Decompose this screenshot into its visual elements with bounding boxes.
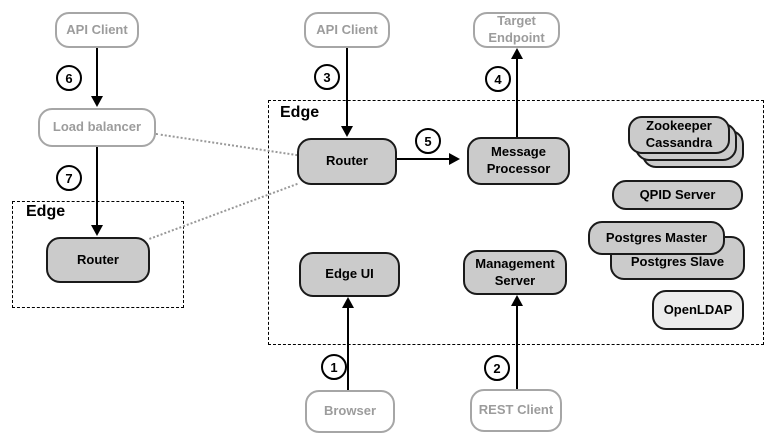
step-number: 6 (65, 70, 73, 86)
step-number: 4 (494, 71, 502, 87)
step-badge-4: 4 (485, 66, 511, 92)
node-label: Load balancer (52, 119, 142, 135)
arrow-5-head-icon (449, 153, 460, 165)
node-label: QPID Server (639, 186, 716, 202)
node-management-server: Management Server (463, 250, 567, 295)
step-number: 2 (493, 360, 501, 376)
step-badge-5: 5 (415, 128, 441, 154)
arrow-7-head-icon (91, 225, 103, 236)
node-router-mid: Router (297, 138, 397, 185)
node-label: Management Server (475, 255, 555, 288)
node-label: OpenLDAP (663, 301, 733, 317)
node-label: Browser (323, 403, 377, 419)
node-label: Router (77, 251, 119, 267)
node-postgres-master: Postgres Master (588, 221, 725, 255)
arrow-6-head-icon (91, 96, 103, 107)
node-browser: Browser (305, 390, 395, 433)
edge-left-group-label: Edge (26, 203, 66, 220)
node-label: Edge UI (325, 266, 374, 282)
node-message-processor: Message Processor (467, 137, 570, 185)
node-router-left: Router (46, 237, 150, 283)
arrow-6-line (96, 48, 98, 96)
node-label-line1: Zookeeper (646, 118, 712, 134)
arrow-3-line (346, 48, 348, 126)
node-api-client-left: API Client (55, 12, 139, 48)
node-label: Target Endpoint (488, 13, 545, 45)
edge-left-group (12, 201, 184, 308)
arrow-4-line (516, 59, 518, 137)
step-badge-2: 2 (484, 355, 510, 381)
node-qpid-server: QPID Server (612, 180, 743, 210)
node-edge-ui: Edge UI (299, 252, 400, 297)
step-badge-3: 3 (314, 64, 340, 90)
node-label: Postgres Slave (630, 254, 725, 270)
node-label: Postgres Master (605, 229, 708, 245)
arrow-1-line (347, 308, 349, 390)
node-rest-client: REST Client (470, 389, 562, 432)
arrow-3-head-icon (341, 126, 353, 137)
node-load-balancer: Load balancer (38, 108, 156, 147)
node-label: API Client (66, 21, 128, 37)
step-badge-7: 7 (56, 165, 82, 191)
node-label: Router (326, 153, 368, 169)
node-zookeeper-cassandra: Zookeeper Cassandra (628, 116, 730, 154)
step-number: 5 (424, 133, 432, 149)
node-target-endpoint: Target Endpoint (473, 12, 560, 48)
edge-main-group-label: Edge (280, 104, 320, 121)
step-number: 7 (65, 170, 73, 186)
arrow-7-line (96, 147, 98, 225)
node-label: API Client (316, 21, 378, 37)
node-label: REST Client (478, 402, 554, 418)
step-badge-6: 6 (56, 65, 82, 91)
step-badge-1: 1 (321, 354, 347, 380)
node-label: Message Processor (486, 144, 551, 176)
arrow-1-head-icon (342, 297, 354, 308)
step-number: 3 (323, 69, 331, 85)
step-number: 1 (330, 359, 338, 375)
arrow-2-head-icon (511, 295, 523, 306)
node-api-client-mid: API Client (304, 12, 390, 48)
arrow-5-line (397, 158, 449, 160)
arrow-2-line (516, 306, 518, 389)
node-label-line2: Cassandra (645, 135, 713, 150)
arrow-4-head-icon (511, 48, 523, 59)
node-openldap: OpenLDAP (652, 290, 744, 330)
